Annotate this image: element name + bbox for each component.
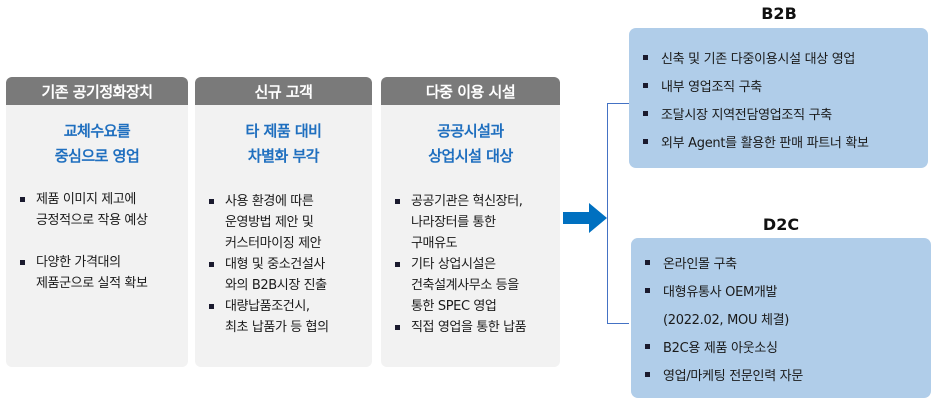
bullet-line: 다양한 가격대의 [36,255,121,270]
bullet-line: 긍정적으로 작용 예상 [36,213,148,228]
column-bullet-list: 제품 이미지 제고에 긍정적으로 작용 예상 다양한 가격대의 제품군으로 실적… [18,189,182,315]
column-title-line: 중심으로 영업 [54,147,140,165]
bullet-item: 대형 및 중소건설사 와의 B2B시장 진출 [207,254,366,296]
b2b-box: 신축 및 기존 다중이용시설 대상 영업 내부 영업조직 구축 조달시장 지역전… [629,28,928,168]
column-header: 기존 공기정화장치 [6,77,188,105]
column-title: 교체수요를 중심으로 영업 [6,105,188,169]
bullet-line: 직접 영업을 통한 납품 [411,320,527,335]
column-title-line: 공공시설과 [437,122,504,140]
column-new-customers: 신규 고객 타 제품 대비 차별화 부각 사용 환경에 따른 운영방법 제안 및… [195,77,372,367]
column-title-line: 교체수요를 [63,122,131,140]
column-body: 타 제품 대비 차별화 부각 사용 환경에 따른 운영방법 제안 및 커스터마이… [195,105,372,367]
bullet-item: 사용 환경에 따른 운영방법 제안 및 커스터마이징 제안 [207,191,366,254]
d2c-item: 대형유통사 OEM개발 [645,279,925,307]
d2c-item: B2C용 제품 아웃소싱 [645,335,925,363]
column-body: 공공시설과 상업시설 대상 공공기관은 혁신장터, 나라장터를 통한 구매유도 … [381,105,560,367]
column-title-line: 차별화 부각 [247,147,320,165]
bullet-line: 나라장터를 통한 [411,215,496,230]
d2c-item-continuation: (2022.02, MOU 체결) [663,313,790,328]
column-multi-use-facilities: 다중 이용 시설 공공시설과 상업시설 대상 공공기관은 혁신장터, 나라장터를… [381,77,560,367]
b2b-item: 신축 및 기존 다중이용시설 대상 영업 [643,46,922,74]
column-title: 공공시설과 상업시설 대상 [381,105,560,169]
bullet-line: 대량납품조건시, [225,299,310,314]
column-title-line: 상업시설 대상 [428,147,513,165]
column-body: 교체수요를 중심으로 영업 제품 이미지 제고에 긍정적으로 작용 예상 다양한… [6,105,188,367]
bullet-line: 운영방법 제안 및 [225,215,314,230]
column-bullet-list: 공공기관은 혁신장터, 나라장터를 통한 구매유도 기타 상업시설은 건축설계사… [393,191,554,338]
bullet-line: 제품 이미지 제고에 [36,192,136,207]
bullet-item: 다양한 가격대의 제품군으로 실적 확보 [18,252,182,294]
bullet-line: 최초 납품가 등 협의 [225,320,329,335]
bullet-item: 기타 상업시설은 건축설계사무소 등을 통한 SPEC 영업 [393,254,554,317]
b2b-list: 신축 및 기존 다중이용시설 대상 영업 내부 영업조직 구축 조달시장 지역전… [643,46,922,158]
bullet-item: 제품 이미지 제고에 긍정적으로 작용 예상 [18,189,182,231]
bullet-line: 기타 상업시설은 [411,257,496,272]
bullet-line: 와의 B2B시장 진출 [225,278,327,293]
column-header: 다중 이용 시설 [381,77,560,105]
column-title-line: 타 제품 대비 [245,122,322,140]
bullet-line: 커스터마이징 제안 [225,236,322,251]
b2b-item: 조달시장 지역전담영업조직 구축 [643,102,922,130]
column-title: 타 제품 대비 차별화 부각 [195,105,372,169]
bullet-item: 대량납품조건시, 최초 납품가 등 협의 [207,296,366,338]
d2c-box: 온라인몰 구축 대형유통사 OEM개발 (2022.02, MOU 체결) B2… [631,238,931,398]
d2c-list: 온라인몰 구축 대형유통사 OEM개발 (2022.02, MOU 체결) B2… [645,251,925,391]
bullet-line: 사용 환경에 따른 [225,194,314,209]
d2c-label: D2C [762,215,800,234]
bullet-line: 제품군으로 실적 확보 [36,276,148,291]
bullet-line: 통한 SPEC 영업 [411,299,497,314]
d2c-item: 영업/마케팅 전문인력 자문 [645,363,925,391]
bullet-line: 대형 및 중소건설사 [225,257,325,272]
column-bullet-list: 사용 환경에 따른 운영방법 제안 및 커스터마이징 제안 대형 및 중소건설사… [207,191,366,338]
b2b-item: 외부 Agent를 활용한 판매 파트너 확보 [643,130,922,158]
d2c-item: 온라인몰 구축 [645,251,925,279]
bullet-line: 건축설계사무소 등을 [411,278,519,293]
bullet-line: 공공기관은 혁신장터, [411,194,523,209]
bullet-item: 직접 영업을 통한 납품 [393,317,554,338]
right-arrow-icon [563,203,607,233]
bracket-connector [607,103,629,324]
b2b-item: 내부 영업조직 구축 [643,74,922,102]
b2b-label: B2B [761,4,797,23]
column-existing-air-purifier: 기존 공기정화장치 교체수요를 중심으로 영업 제품 이미지 제고에 긍정적으로… [6,77,188,367]
column-header: 신규 고객 [195,77,372,105]
bullet-line: 구매유도 [411,236,458,251]
bullet-item: 공공기관은 혁신장터, 나라장터를 통한 구매유도 [393,191,554,254]
